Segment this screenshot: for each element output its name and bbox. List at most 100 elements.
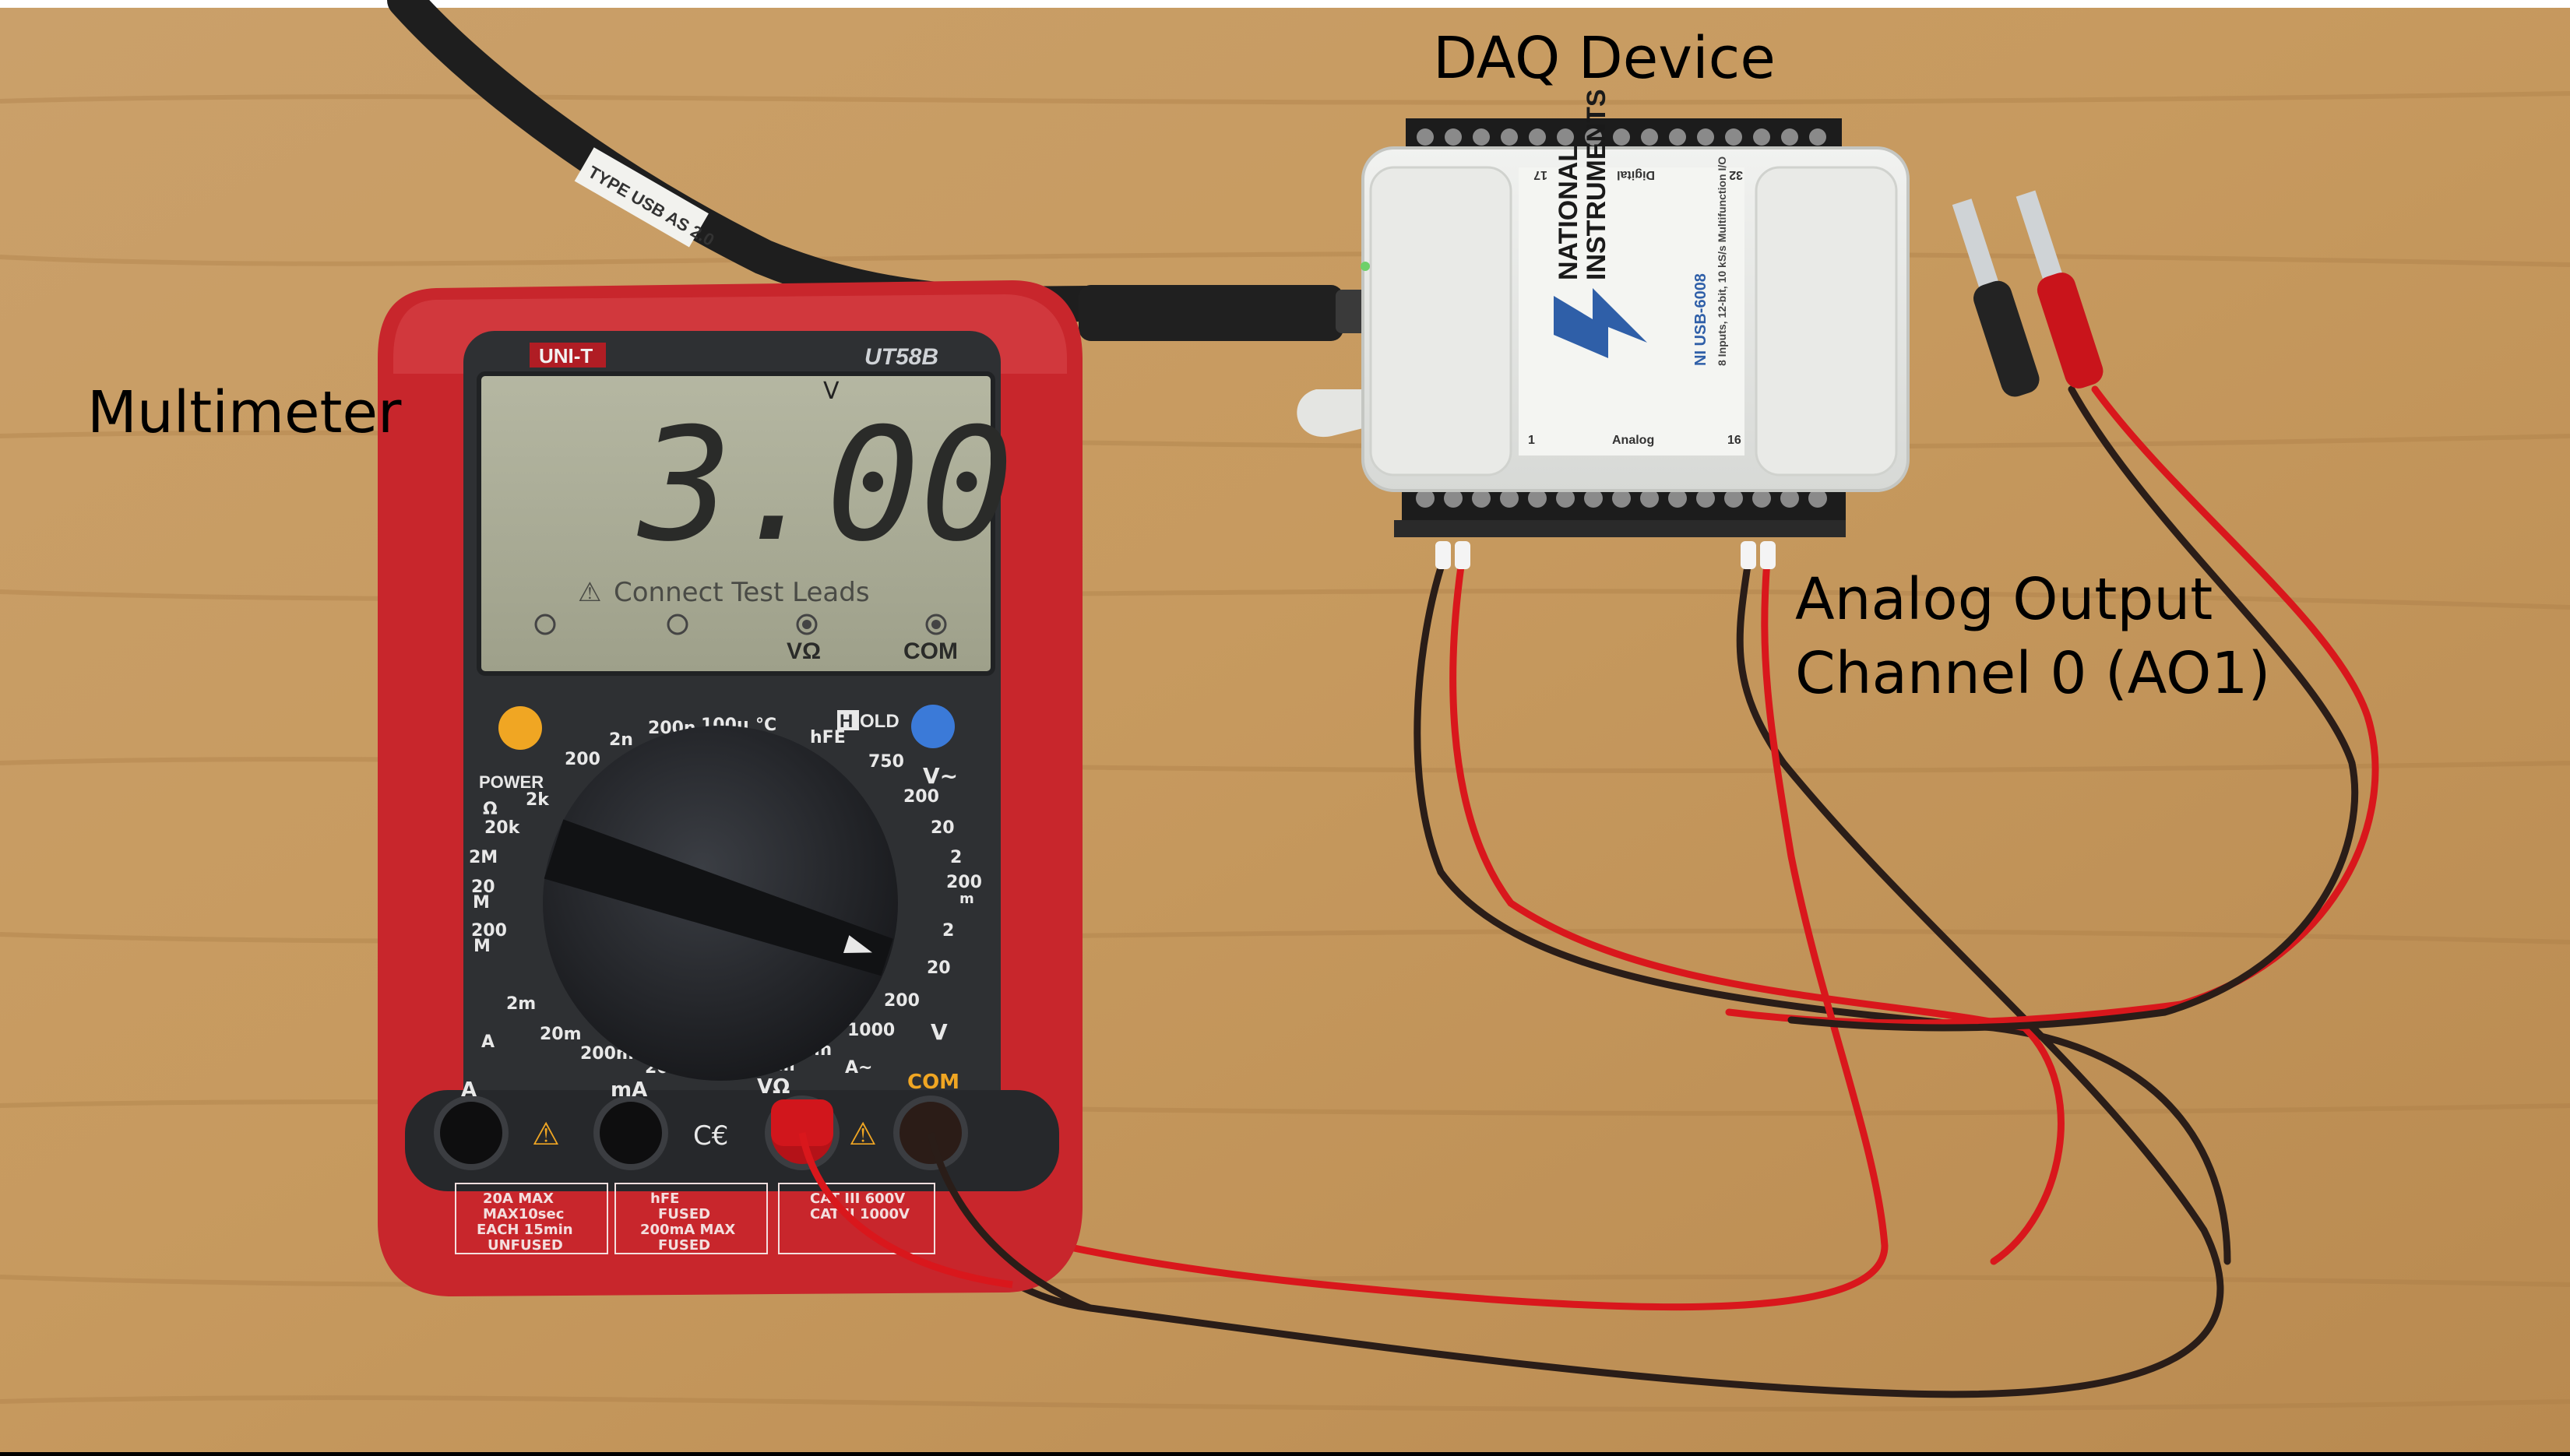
daq-digital-label: Digital <box>1617 168 1655 181</box>
svg-text:20m: 20m <box>540 1025 582 1044</box>
ce-mark-icon: C€ <box>693 1120 728 1152</box>
label-daq-device: DAQ Device <box>1433 25 1776 92</box>
svg-text:M: M <box>473 893 490 913</box>
svg-text:hFE: hFE <box>650 1190 679 1207</box>
warning-icon-2: ⚠ <box>849 1117 877 1152</box>
svg-text:EACH 15min: EACH 15min <box>477 1222 573 1238</box>
svg-text:2M: 2M <box>469 848 498 867</box>
usb-plug <box>1079 285 1381 341</box>
black-lead-from-com <box>927 1131 1092 1312</box>
jack-a[interactable] <box>434 1096 509 1170</box>
red-lead-plug <box>771 1099 833 1146</box>
svg-text:200: 200 <box>903 787 939 807</box>
lcd-jack-indicators <box>534 614 947 635</box>
svg-text:A~: A~ <box>845 1058 872 1078</box>
svg-text:20: 20 <box>931 818 955 838</box>
brand-badge <box>530 343 606 368</box>
lcd-display <box>477 371 995 676</box>
probes <box>1952 190 2104 397</box>
svg-text:20: 20 <box>471 877 495 897</box>
ni-brand-line1: NATIONAL <box>1554 146 1583 280</box>
spec-plates: 20A MAX MAX10sec EACH 15min UNFUSED hFE … <box>455 1183 935 1254</box>
svg-text:2n: 2n <box>609 730 633 750</box>
svg-text:200: 200 <box>884 991 920 1011</box>
svg-text:V~: V~ <box>923 763 958 789</box>
svg-text:A: A <box>481 1032 495 1052</box>
svg-text:2: 2 <box>950 848 962 867</box>
svg-text:FUSED: FUSED <box>658 1237 710 1254</box>
svg-text:2: 2 <box>942 921 954 941</box>
label-analog-output: Analog Output <box>1795 566 2213 633</box>
power-button[interactable] <box>498 706 542 750</box>
svg-text:750: 750 <box>868 752 904 772</box>
svg-text:20A MAX: 20A MAX <box>483 1190 554 1207</box>
svg-text:MAX10sec: MAX10sec <box>483 1206 564 1222</box>
lead-ferrules <box>1435 541 1776 569</box>
daq-screws <box>1416 128 1827 508</box>
svg-text:COM: COM <box>907 1071 959 1094</box>
daq-analog-label: Analog <box>1612 434 1654 447</box>
svg-text:200: 200 <box>565 750 600 769</box>
warning-icon: ⚠ <box>532 1117 560 1152</box>
lcd-unit: V <box>823 378 840 405</box>
svg-text:2m: 2m <box>506 994 536 1014</box>
svg-text:20k: 20k <box>484 818 521 838</box>
ni-brand-line2: INSTRUMENTS <box>1582 89 1611 280</box>
jack-labels: A mA VΩ COM <box>461 1071 959 1102</box>
lcd-message: Connect Test Leads <box>614 577 870 608</box>
svg-text:H: H <box>840 711 853 732</box>
daq-device: 17 Digital 32 1 Analog 16 NATIONAL INSTR… <box>1297 89 1910 569</box>
label-multimeter: Multimeter <box>87 379 402 446</box>
svg-text:A: A <box>461 1078 477 1102</box>
daq-model: NI USB-6008 <box>1692 273 1709 366</box>
meter-brand: UNI-T <box>539 344 593 368</box>
svg-text:mA: mA <box>611 1078 647 1102</box>
rotary-pointer <box>544 819 893 976</box>
svg-text:FUSED: FUSED <box>658 1206 710 1222</box>
label-channel: Channel 0 (AO1) <box>1795 640 2270 707</box>
svg-text:200: 200 <box>946 873 982 892</box>
svg-text:hFE: hFE <box>810 728 846 747</box>
svg-text:1000: 1000 <box>847 1021 895 1040</box>
daq-pin-16: 16 <box>1727 434 1741 447</box>
wire-red-daq-ai <box>1449 557 2065 1265</box>
daq-pin-1: 1 <box>1528 434 1535 447</box>
svg-text:2k: 2k <box>526 790 550 810</box>
svg-text:Ω: Ω <box>483 800 498 819</box>
svg-text:UNFUSED: UNFUSED <box>488 1237 563 1254</box>
hold-button[interactable] <box>911 705 955 748</box>
multimeter: UNI-T UT58B V 3.00 ⚠ Connect Test Leads … <box>378 280 1092 1312</box>
lcd-warning-icon: ⚠ <box>578 577 601 608</box>
power-label: POWER <box>479 772 544 792</box>
hold-label: OLD <box>860 711 900 732</box>
svg-text:M: M <box>474 937 491 956</box>
wire-red-probe <box>1725 385 2379 1027</box>
svg-text:CAT II 1000V: CAT II 1000V <box>810 1206 910 1222</box>
jack-panel <box>405 1090 1059 1191</box>
wire-black-probe <box>1787 385 2359 1032</box>
jack-ma[interactable] <box>593 1096 668 1170</box>
svg-text:V: V <box>931 1019 948 1045</box>
svg-text:m: m <box>959 891 974 907</box>
lcd-reading: 3.00 <box>637 395 1014 576</box>
svg-text:20: 20 <box>927 958 951 978</box>
wire-black-daq-ai <box>1414 557 2231 1265</box>
daq-pin-17: 17 <box>1533 168 1547 181</box>
dial-labels: 200 2n 200n 100μ °C hFE 750 Ω 2k 20k 2M … <box>469 716 982 1083</box>
daq-mount-tab <box>1297 389 1378 438</box>
daq-pin-32: 32 <box>1729 168 1743 181</box>
svg-text:200mA MAX: 200mA MAX <box>640 1222 735 1238</box>
lcd-com: COM <box>903 638 958 664</box>
wires <box>798 385 2379 1398</box>
meter-model: UT58B <box>864 344 938 370</box>
top-border <box>0 0 2570 8</box>
svg-text:200: 200 <box>471 921 507 941</box>
daq-led <box>1361 262 1370 271</box>
daq-model-text: NI USB-6008 8 Inputs, 12-bit, 10 kS/s Mu… <box>1692 157 1728 366</box>
lcd-vohm: VΩ <box>787 638 821 664</box>
wire-black-ao <box>914 557 2224 1398</box>
daq-desc: 8 Inputs, 12-bit, 10 kS/s Multifunction … <box>1716 157 1728 366</box>
ni-logo: NATIONAL INSTRUMENTS <box>1554 89 1647 358</box>
